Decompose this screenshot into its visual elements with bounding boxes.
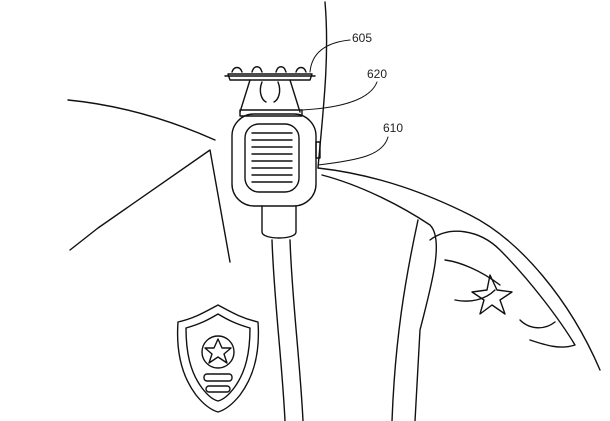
reference-label-610: 610 [383,121,404,135]
police-badge [176,304,260,413]
reference-label-620: 620 [367,67,388,81]
mount [239,109,303,117]
torso-outline [67,1,601,421]
microphone [231,113,321,421]
reference-label-605: 605 [352,31,373,45]
drone [224,66,316,113]
leader-lines [301,39,389,166]
